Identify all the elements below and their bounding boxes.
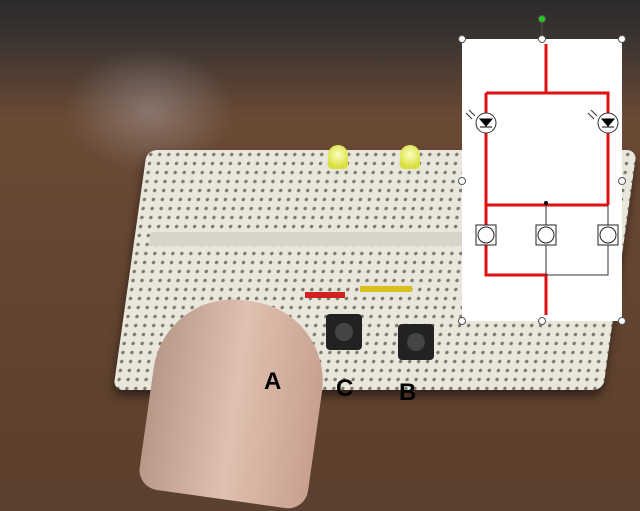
red-jumper-wire [305, 292, 345, 298]
led-symbol-right [587, 109, 619, 134]
label-a: A [264, 368, 282, 395]
led-left [328, 145, 348, 169]
pushbutton-c [326, 314, 362, 350]
yellow-jumper-wire [360, 286, 412, 292]
switch-symbols [475, 224, 619, 246]
red-wires [484, 44, 610, 315]
pushbutton-b [398, 324, 434, 360]
rotate-handle [538, 15, 546, 23]
label-c: C [336, 375, 354, 402]
label-b: B [399, 379, 417, 406]
led-right [400, 145, 420, 169]
selection-handles[interactable] [458, 15, 626, 325]
junction-dot [544, 201, 548, 205]
schematic-overlay[interactable] [0, 0, 640, 482]
led-symbol-left [465, 109, 497, 134]
